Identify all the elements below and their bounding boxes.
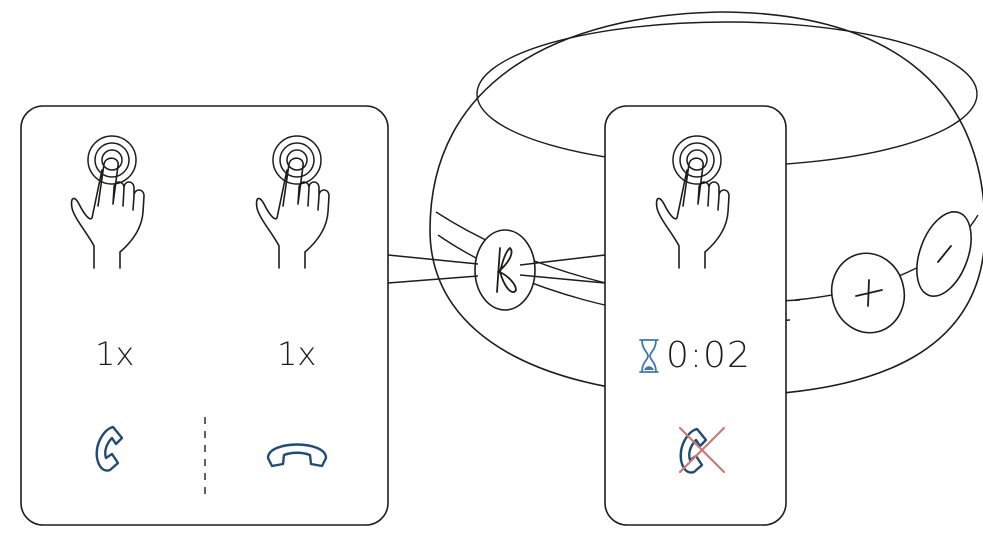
volume-down-button[interactable]: [906, 204, 981, 303]
hold-time-label: 0:02: [666, 335, 751, 376]
callout-connector-lines: [387, 254, 606, 284]
k-logo-icon: [496, 247, 517, 293]
press-count-label: 1x: [277, 335, 317, 373]
phone-hangup-icon: [266, 443, 328, 468]
press-count-label: 1x: [95, 335, 135, 373]
volume-up-button[interactable]: [823, 245, 913, 341]
hold-duration: 0:02: [636, 338, 751, 374]
hourglass-icon: [639, 339, 659, 373]
logo-button[interactable]: [474, 229, 536, 311]
minus-icon: [937, 245, 952, 263]
short-press-panel: [20, 105, 389, 526]
phone-reject-icon: [678, 426, 726, 474]
long-press-panel: [604, 105, 787, 526]
phone-answer-icon: [95, 425, 124, 472]
plus-icon: [855, 279, 883, 307]
